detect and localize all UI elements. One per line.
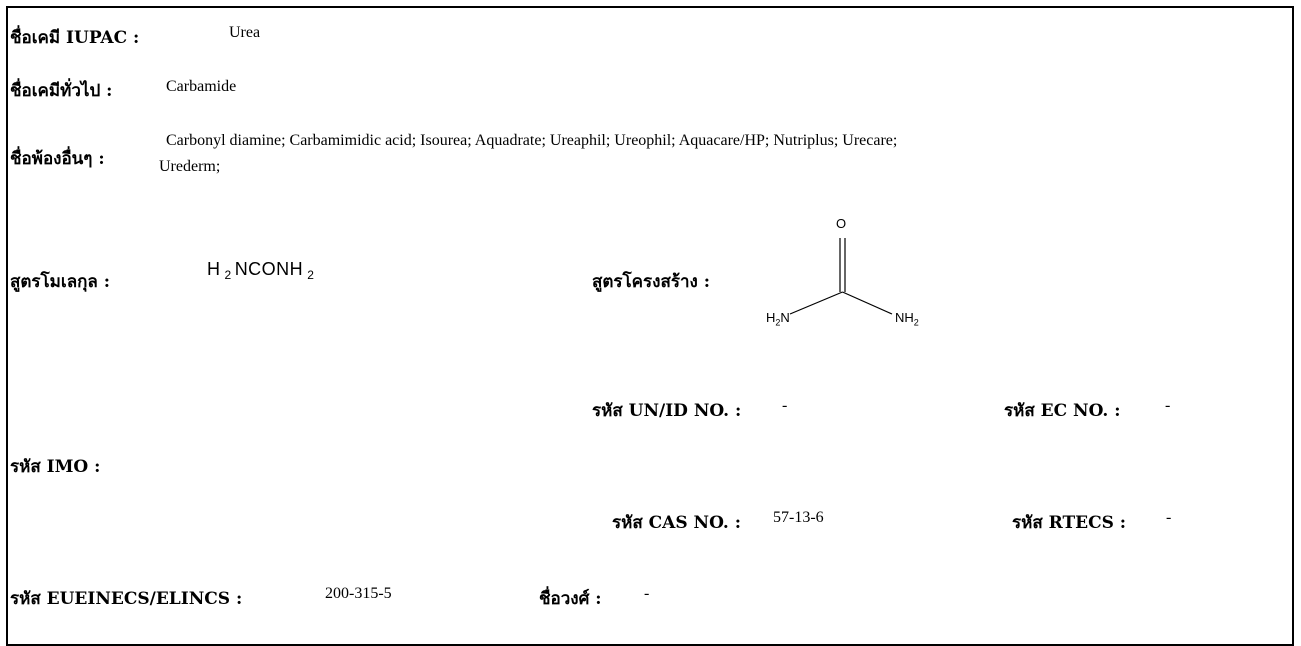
eueinecs-label: รหัส EUEINECS/ELINCS : [10, 589, 243, 609]
molecular-formula-label: สูตรโมเลกุล : [10, 272, 111, 292]
imo-label: รหัส IMO : [10, 457, 101, 477]
un-id-value: - [782, 397, 788, 414]
group-value: - [644, 585, 650, 602]
cas-label: รหัส CAS NO. : [612, 513, 742, 533]
eueinecs-value: 200-315-5 [325, 585, 392, 602]
urea-structure-svg [789, 238, 893, 315]
right-bond [842, 291, 893, 315]
rtecs-label: รหัส RTECS : [1012, 513, 1127, 533]
common-name-label: ชื่อเคมีทั่วไป : [10, 81, 113, 101]
rtecs-value: - [1166, 509, 1172, 526]
right-amine-label: NH2 [895, 310, 919, 328]
synonyms-line-2: Urederm; [159, 158, 221, 175]
urea-structure-diagram: O H2N NH2 [760, 212, 940, 342]
iupac-label: ชื่อเคมี IUPAC : [10, 28, 140, 48]
structural-formula-label: สูตรโครงสร้าง : [592, 272, 711, 292]
left-bond [789, 291, 843, 315]
ec-value: - [1165, 397, 1171, 414]
document-frame [6, 6, 1294, 646]
common-name-value: Carbamide [166, 78, 237, 95]
synonyms-line-1: Carbonyl diamine; Carbamimidic acid; Iso… [166, 132, 898, 149]
oxygen-atom-label: O [836, 216, 847, 231]
un-id-label: รหัส UN/ID NO. : [592, 401, 742, 421]
synonyms-label: ชื่อพ้องอื่นๆ : [10, 149, 105, 169]
cas-value: 57-13-6 [773, 509, 824, 526]
ec-label: รหัส EC NO. : [1004, 401, 1121, 421]
iupac-value: Urea [229, 24, 261, 41]
group-label: ชื่อวงศ์ : [539, 589, 602, 609]
left-amine-label: H2N [766, 310, 790, 328]
